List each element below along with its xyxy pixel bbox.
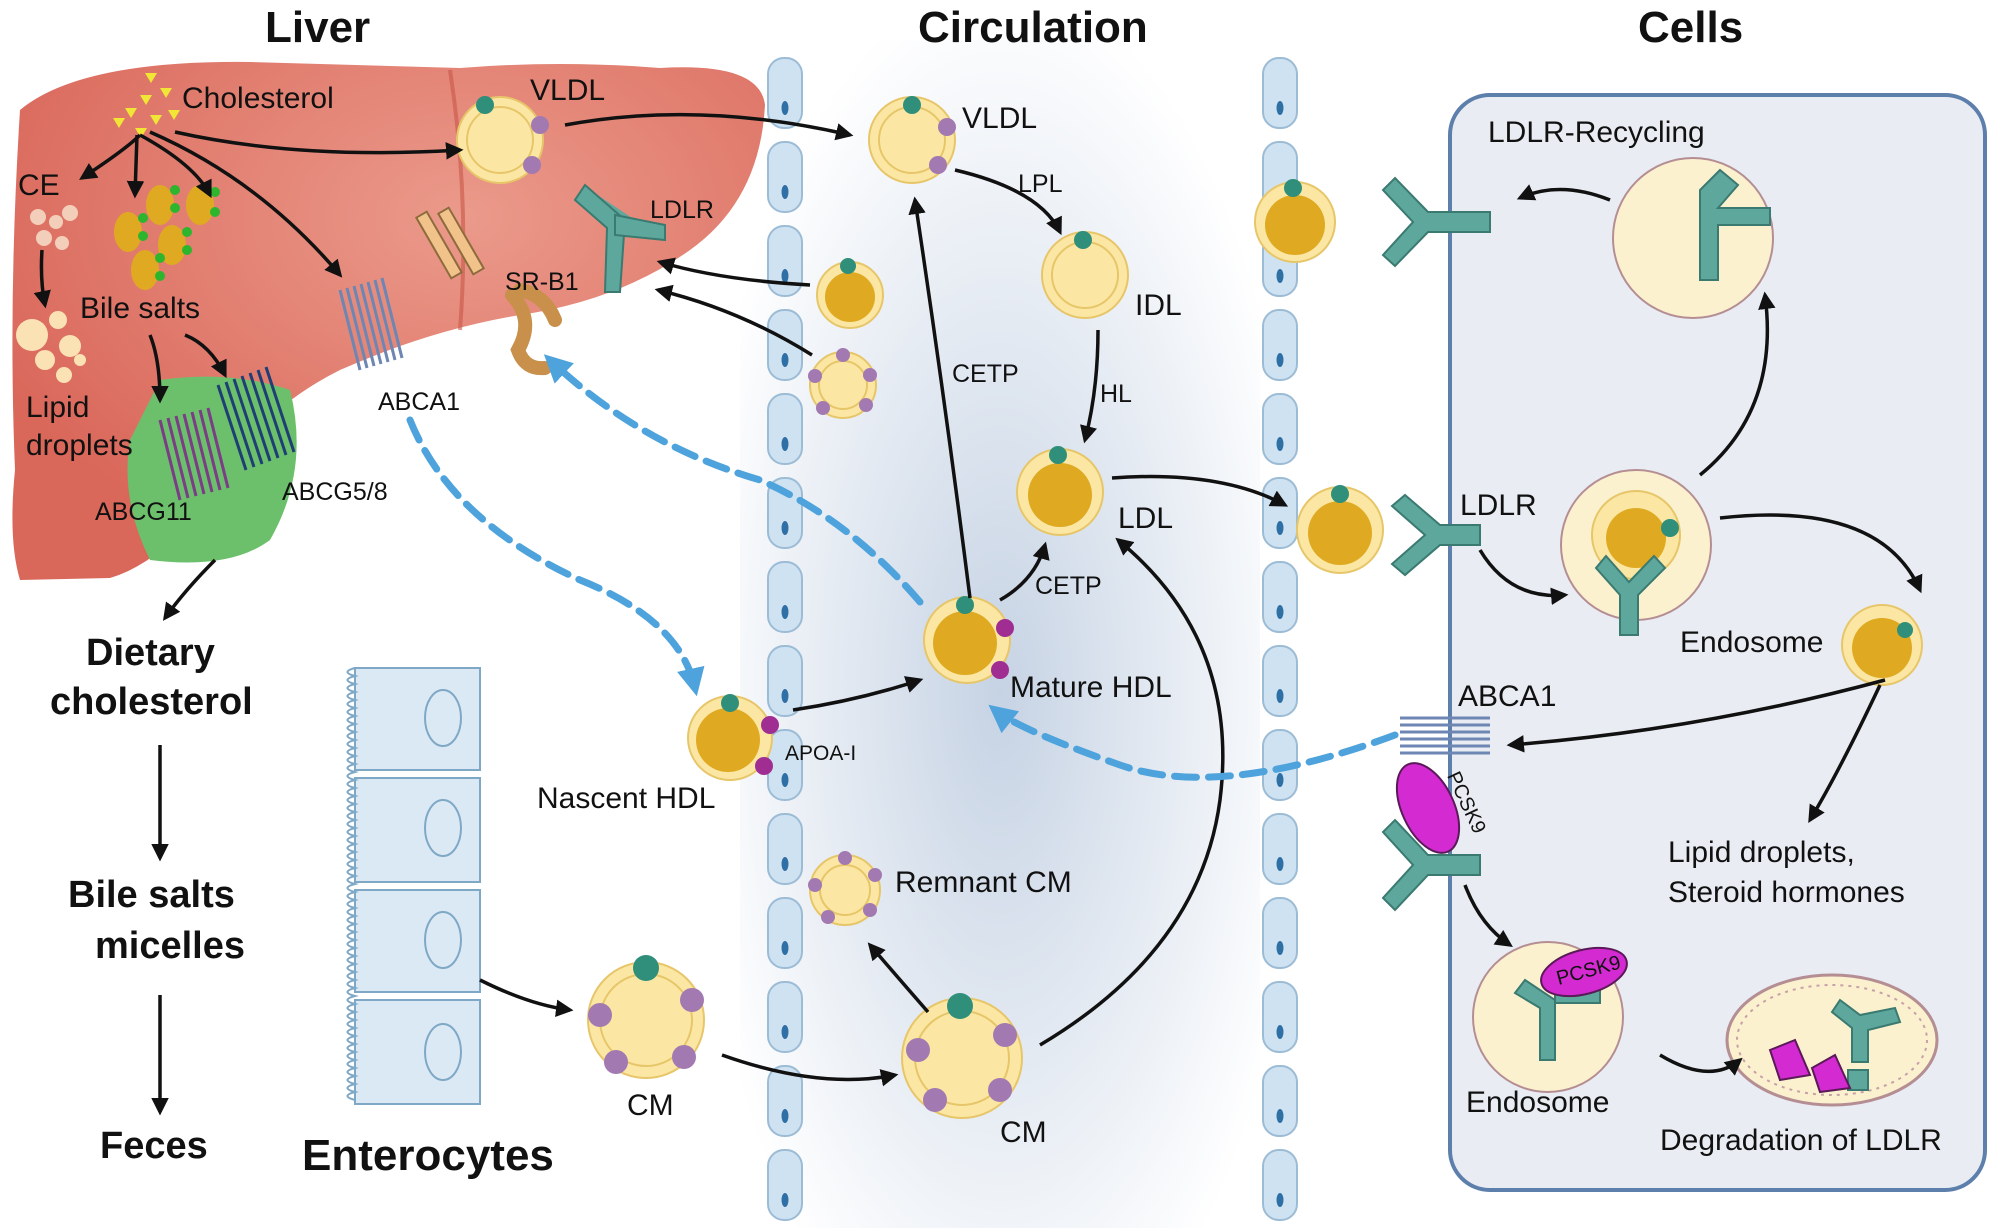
ldl-released-particle <box>1841 604 1923 686</box>
abcg5-8-transporter <box>216 366 296 471</box>
label-feces: Feces <box>100 1125 208 1167</box>
title-circulation: Circulation <box>918 3 1148 52</box>
label-remnant-cm: Remnant CM <box>895 866 1072 899</box>
ce-droplets <box>30 205 78 250</box>
label-ldlr-cell: LDLR <box>1460 489 1537 522</box>
ldlr-free-receptor <box>1381 176 1491 268</box>
label-ce: CE <box>18 169 60 202</box>
cell-panel <box>1448 93 1987 1192</box>
label-cetp-1: CETP <box>952 360 1019 388</box>
label-hl: HL <box>1100 380 1132 408</box>
label-lpl: LPL <box>1018 170 1063 198</box>
nascent-hdl-particle <box>687 694 779 781</box>
label-lipid-steroid-2: Steroid hormones <box>1668 876 1905 909</box>
arrows <box>33 112 1923 1116</box>
label-ldl-circ: LDL <box>1118 502 1173 535</box>
ldl-circ-particle <box>1016 446 1104 536</box>
label-abca1-cell: ABCA1 <box>1458 680 1556 713</box>
label-ldlr-liver: LDLR <box>650 196 714 224</box>
label-cm-1: CM <box>627 1089 674 1122</box>
label-vldl-liver: VLDL <box>530 74 605 107</box>
label-cholesterol: Cholesterol <box>182 82 334 115</box>
vldl-liver-particle <box>456 96 549 184</box>
label-bile-salts: Bile salts <box>80 292 200 325</box>
label-cm-2: CM <box>1000 1116 1047 1149</box>
label-lipid-droplets-1: Lipid <box>26 391 89 424</box>
bile-salt-symbols <box>114 185 220 290</box>
label-mature-hdl: Mature HDL <box>1010 671 1172 704</box>
label-ldlr-recycling: LDLR-Recycling <box>1488 116 1705 149</box>
enterocyte-stack <box>346 667 481 1105</box>
title-cells: Cells <box>1638 3 1743 52</box>
sr-b1-receptor <box>414 206 562 376</box>
label-sr-b1: SR-B1 <box>505 268 579 296</box>
gallbladder <box>127 376 297 563</box>
ldl-endosome <box>1560 469 1712 636</box>
lysosome-degradation <box>1725 973 1939 1107</box>
ldl-cell-top-particle <box>1254 179 1336 263</box>
lipid-droplet-cluster <box>16 311 86 383</box>
label-abcg11: ABCG11 <box>95 498 192 526</box>
ldl-receptor-complex <box>1296 485 1481 577</box>
cm-enterocyte-particle <box>587 955 705 1079</box>
title-liver: Liver <box>265 3 370 52</box>
label-apoa1: APOA-I <box>785 742 856 765</box>
label-degradation: Degradation of LDLR <box>1660 1124 1942 1157</box>
remnant-cm-particle <box>808 851 882 926</box>
label-endosome-1: Endosome <box>1680 626 1823 659</box>
label-abcg5-8: ABCG5/8 <box>282 478 388 506</box>
abcg11-transporter <box>158 407 230 501</box>
liver-lobe-divider <box>448 69 466 331</box>
pcsk9-ldlr-complex <box>1381 762 1481 912</box>
label-bile-micelles-2: micelles <box>95 925 245 967</box>
label-bile-micelles-1: Bile salts <box>68 874 235 916</box>
cholesterol-dots <box>113 73 180 138</box>
vldl-circ-particle <box>868 96 956 184</box>
label-cetp-2: CETP <box>1035 572 1102 600</box>
abca1-liver-transporter <box>338 277 404 371</box>
idl-particle <box>1041 231 1129 319</box>
label-dietary-2: cholesterol <box>50 681 253 723</box>
cm-circ-particle <box>901 993 1023 1119</box>
label-nascent-hdl: Nascent HDL <box>537 782 715 815</box>
abca1-cell-transporter <box>1400 716 1490 755</box>
label-dietary-1: Dietary <box>86 632 215 674</box>
label-lipid-droplets-2: droplets <box>26 429 133 462</box>
label-abca1-liver: ABCA1 <box>378 388 460 416</box>
ldl-small-particle <box>816 258 884 329</box>
pcsk9-endosome <box>1472 941 1628 1093</box>
ldlr-liver-receptor <box>573 183 666 293</box>
label-vldl-circ: VLDL <box>962 102 1037 135</box>
remnant-small-particle <box>808 348 877 419</box>
label-endosome-2: Endosome <box>1466 1086 1609 1119</box>
label-lipid-steroid-1: Lipid droplets, <box>1668 836 1855 869</box>
recycling-endosome <box>1612 157 1774 319</box>
label-enterocytes: Enterocytes <box>302 1131 554 1180</box>
mature-hdl-particle <box>923 596 1014 684</box>
label-idl: IDL <box>1135 289 1182 322</box>
